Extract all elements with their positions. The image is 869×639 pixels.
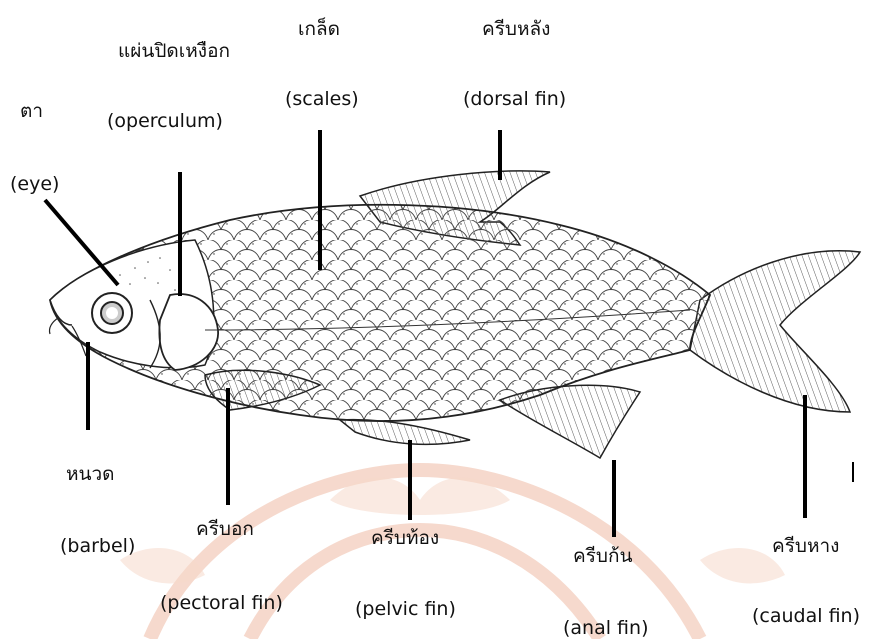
pelvic-english-label: (pelvic fin) [355,598,456,620]
anal-english-label: (anal fin) [563,617,648,639]
scales-english-label: (scales) [285,88,359,110]
dorsal-english-label: (dorsal fin) [463,88,566,110]
dorsal-thai-label: ครีบหลัง [482,18,550,40]
eye-english-label: (eye) [10,173,59,195]
pelvic-fin-shape [340,420,470,445]
eye-pointer [45,200,118,285]
eye-thai-label: ตา [20,100,43,122]
caudal-fin-shape [690,251,860,412]
caudal-thai-label: ครีบหาง [772,535,839,557]
anal-thai-label: ครีบก้น [573,545,632,567]
caudal-english-label: (caudal fin) [752,605,860,627]
anal-fin-shape [500,385,640,458]
pectoral-thai-label: ครีบอก [196,518,254,540]
operculum-english-label: (operculum) [107,110,223,132]
operculum-thai-label: แผ่นปิดเหงือก [118,40,230,62]
barbel-english-label: (barbel) [60,535,135,557]
barbel-thai-label: หนวด [66,463,115,485]
scales-thai-label: เกล็ด [298,18,340,40]
pectoral-english-label: (pectoral fin) [160,592,283,614]
pelvic-thai-label: ครีบท้อง [371,527,439,549]
